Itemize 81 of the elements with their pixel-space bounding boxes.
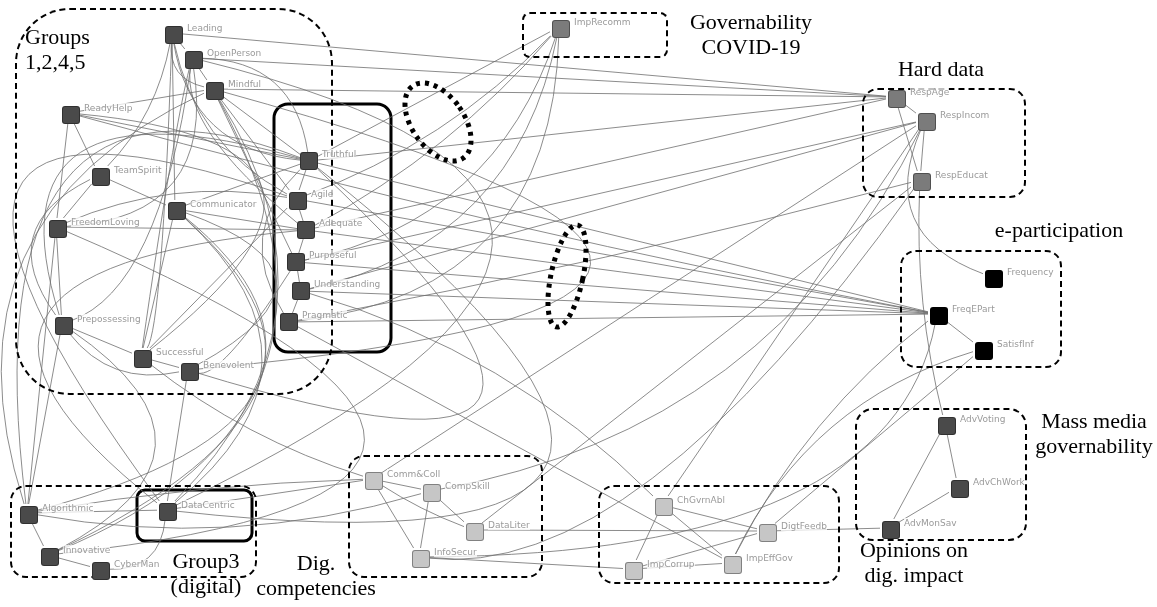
node-label: FreqEPart	[952, 304, 995, 314]
connector-line	[309, 122, 917, 289]
node-label: AdvChWork	[973, 477, 1025, 487]
node-label: Successful	[156, 347, 204, 357]
connector-line	[298, 238, 304, 254]
connector-line	[297, 270, 300, 283]
node-label: Comm&Coll	[387, 469, 441, 479]
connector-line	[304, 262, 929, 314]
node-label: Pragmatic	[302, 310, 348, 320]
node-label: ImpRecomm	[574, 17, 631, 27]
node-label: RespEducat	[935, 170, 988, 180]
node-label: Agile	[311, 189, 334, 199]
connector-line	[297, 326, 723, 559]
connector-line	[481, 186, 912, 524]
connector-line	[297, 313, 929, 323]
group-heading: e-participation	[993, 217, 1125, 243]
connector-line	[30, 179, 91, 316]
connector-line	[897, 491, 950, 524]
node-label: ReadyHelp	[84, 103, 133, 113]
connector-line	[174, 216, 263, 504]
node-label: SatisfInf	[997, 339, 1034, 349]
node-label: ImpEffGov	[746, 553, 793, 563]
connector-line	[670, 512, 723, 556]
node-label: DataCentric	[181, 500, 235, 510]
connector-line	[380, 125, 917, 474]
connector-line	[304, 121, 917, 261]
node-label: Leading	[187, 23, 223, 33]
node-label: Innovative	[63, 545, 111, 555]
node-label: Communicator	[190, 199, 257, 209]
node-label: OpenPerson	[207, 48, 262, 58]
connector-line	[56, 329, 156, 551]
group-heading: Mass media governability	[1034, 408, 1154, 459]
connector-line	[735, 351, 974, 555]
node-label: FreedomLoving	[71, 217, 140, 227]
node-label: TeamSpirit	[114, 165, 162, 175]
node-label: Understanding	[314, 279, 381, 289]
node-label: InfoSecur	[434, 547, 477, 557]
connector-line	[317, 162, 929, 313]
node-label: DigtFeedb	[781, 521, 827, 531]
node-label: Adequate	[319, 218, 363, 228]
connector-line	[292, 299, 298, 314]
connector-line	[314, 98, 887, 229]
node-label: ImpCorrup	[647, 559, 695, 569]
node-label: CyberMan	[114, 559, 160, 569]
connector-line	[43, 133, 301, 316]
node-label: RespIncom	[940, 110, 990, 120]
node-label: AdvMonSav	[904, 518, 957, 528]
connector-line	[438, 498, 465, 523]
group-heading: Dig. competencies	[256, 550, 376, 601]
connector-line	[297, 182, 912, 321]
group-heading: Hard data	[896, 56, 986, 82]
connector-line	[309, 293, 654, 497]
connector-line	[317, 97, 887, 161]
connector-line	[314, 35, 552, 226]
group-heading: Group3 (digital)	[169, 548, 243, 599]
connector-line	[667, 128, 920, 497]
connector-line	[0, 92, 205, 505]
group-heading: Governability COVID-19	[688, 9, 814, 60]
connector-line	[893, 432, 941, 520]
connector-line	[298, 169, 307, 191]
node-label: Prepossessing	[77, 314, 141, 324]
node-label: Purposeful	[309, 250, 357, 260]
connector-line	[37, 230, 298, 504]
node-label: RespAge	[910, 87, 950, 97]
connector-line	[63, 183, 92, 219]
connector-line	[261, 169, 301, 314]
connector-line	[317, 31, 551, 157]
connector-line	[774, 356, 974, 524]
node-label: AdvVoting	[960, 414, 1006, 424]
node-label: DataLiter	[488, 520, 530, 530]
connector-line	[149, 207, 288, 349]
connector-line	[314, 230, 929, 314]
connector-line	[735, 320, 929, 555]
node-label: ChGvrnAbl	[677, 495, 725, 505]
node-label: CompSkill	[445, 481, 490, 491]
group-heading: Opinions on dig. impact	[858, 537, 970, 588]
node-label: Benevolent	[203, 360, 255, 370]
node-label: Algorithmic	[42, 503, 94, 513]
node-label: Mindful	[228, 79, 262, 89]
node-label: Frequency	[1007, 267, 1054, 277]
group-heading: Groups 1,2,4,5	[25, 24, 91, 75]
